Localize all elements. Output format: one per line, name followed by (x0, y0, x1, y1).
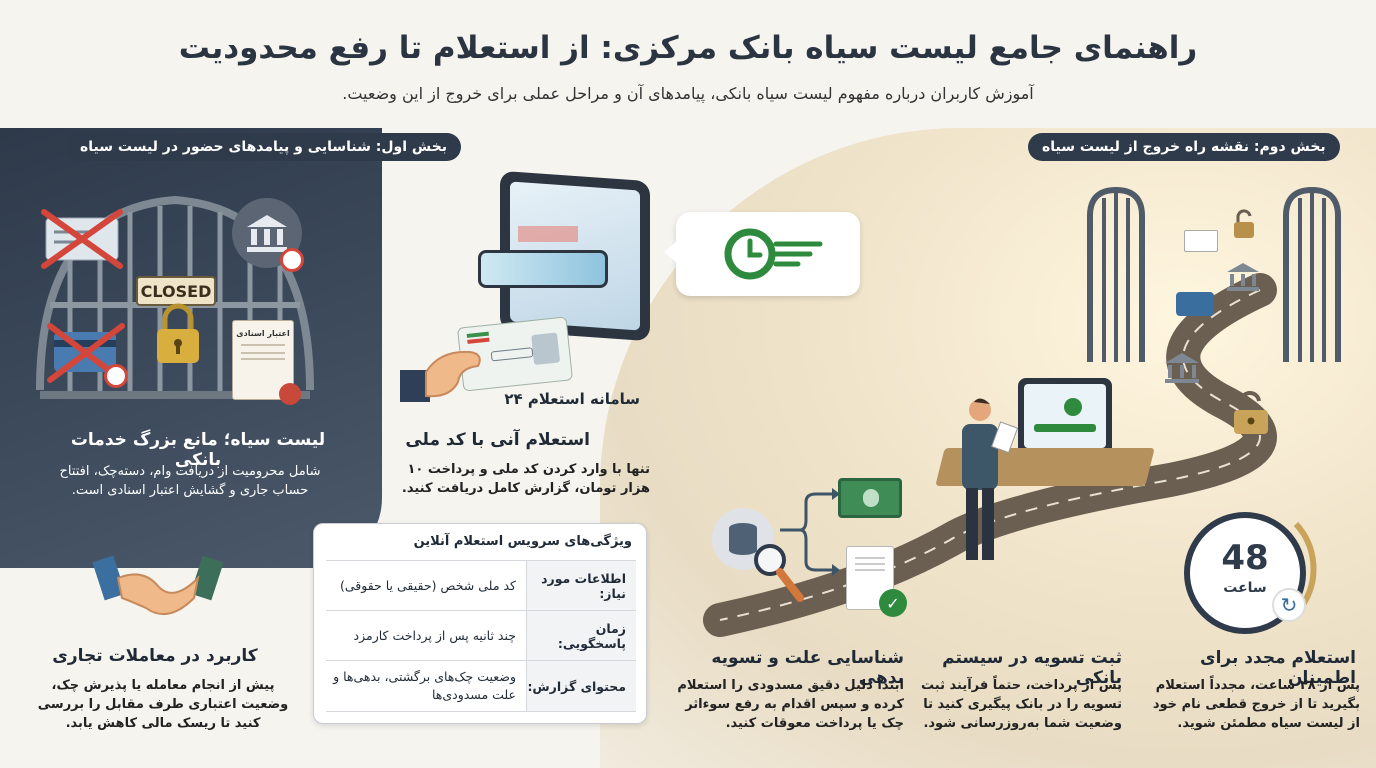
page-title: راهنمای جامع لیست سیاه بانک مرکزی: از اس… (178, 30, 1198, 66)
handshake-icon (92, 548, 224, 624)
open-lock-icon (1232, 209, 1256, 240)
table-value: کد ملی شخص (حقیقی یا حقوقی) (340, 577, 516, 593)
table-key: محتوای گزارش: (526, 661, 636, 711)
page-subtitle: آموزش کاربران درباره مفهوم لیست سیاه بان… (342, 84, 1034, 103)
open-gate-left (1087, 186, 1145, 362)
cash-icon (838, 478, 902, 518)
table-row: زمان پاسخگویی: چند ثانیه پس از پرداخت کا… (326, 610, 636, 660)
table-value: وضعیت چک‌های برگشتی، بدهی‌ها و علت مسدود… (333, 669, 516, 702)
card-icon (1176, 292, 1214, 316)
features-table: ویژگی‌های سرویس استعلام آنلاین اطلاعات م… (313, 523, 647, 724)
certificate-document: اعتبار اسنادی (232, 320, 301, 405)
bank-icon (1226, 262, 1260, 292)
blacklist-body: شامل محرومیت از دریافت وام، دسته‌چک، افت… (59, 464, 321, 498)
branch-arrows (780, 488, 840, 576)
timer-arc (1293, 521, 1317, 608)
open-lock-icon (1232, 391, 1270, 436)
person-figure (962, 398, 1019, 560)
bubble-tail (664, 240, 678, 264)
crossed-card-icon (47, 322, 128, 384)
refresh-icon: ↻ (1272, 588, 1306, 622)
check-document-icon (1184, 230, 1218, 252)
crossed-check-icon (41, 209, 123, 269)
phone-device (478, 250, 608, 288)
step1-heading: شناسایی علت و تسویه بدهی (711, 648, 904, 688)
open-gate-right (1283, 186, 1341, 362)
scan-beam (518, 226, 578, 242)
system-name: سامانه استعلام ۲۴ (504, 390, 640, 408)
inquiry-body: تنها با وارد کردن کد ملی و پرداخت ۱۰ هزا… (401, 462, 650, 496)
timer-unit: ساعت (1223, 580, 1267, 596)
fast-clock-icon (724, 228, 823, 280)
step3-heading: استعلام مجدد برای اطمینان (1200, 648, 1356, 688)
closed-sign: CLOSED (136, 276, 216, 306)
table-value: چند ثانیه پس از پرداخت کارمزد (353, 627, 516, 643)
no-entry-icon (104, 364, 128, 388)
table-key: اطلاعات مورد نیاز: (526, 561, 636, 610)
section1-pill: بخش اول: شناسایی و پیامدهای حضور در لیست… (66, 133, 462, 161)
step2-heading: ثبت تسویه در سیستم بانکی (942, 648, 1122, 688)
step1-body: ابتدا دلیل دقیق مسدودی را استعلام کرده و… (677, 678, 904, 731)
inquiry-heading: استعلام آنی با کد ملی (405, 430, 590, 450)
timer-value: 48 (1221, 538, 1269, 578)
speed-bubble (676, 212, 860, 296)
hand-icon (400, 332, 484, 402)
table-row: اطلاعات مورد نیاز: کد ملی شخص (حقیقی یا … (326, 560, 636, 610)
table-key: زمان پاسخگویی: (526, 611, 636, 660)
magnifier-icon (750, 540, 804, 604)
business-heading: کاربرد در معاملات تجاری (52, 646, 258, 666)
step3-body: پس از ۴۸ ساعت، مجدداً استعلام بگیرید تا … (1152, 678, 1360, 731)
step2-body: پس از پرداخت، حتماً فرآیند ثبت تسویه را … (921, 678, 1122, 731)
checkmark-icon: ✓ (879, 589, 907, 617)
table-title: ویژگی‌های سرویس استعلام آنلاین (413, 534, 632, 549)
certificate-label: اعتبار اسنادی (236, 329, 290, 338)
blacklist-heading: لیست سیاه؛ مانع بزرگ خدمات بانکی (70, 430, 326, 470)
section2-pill: بخش دوم: نقشه راه خروج از لیست سیاه (1028, 133, 1340, 161)
no-entry-icon (280, 248, 304, 272)
computer-monitor (1018, 378, 1112, 456)
business-body: پیش از انجام معامله یا پذیرش چک، وضعیت ا… (37, 678, 289, 731)
seal-icon (279, 383, 301, 405)
bank-icon (1164, 352, 1200, 384)
table-row: محتوای گزارش: وضعیت چک‌های برگشتی، بدهی‌… (326, 660, 636, 712)
signed-document-icon: ✓ (846, 546, 907, 617)
padlock-icon (155, 303, 201, 365)
